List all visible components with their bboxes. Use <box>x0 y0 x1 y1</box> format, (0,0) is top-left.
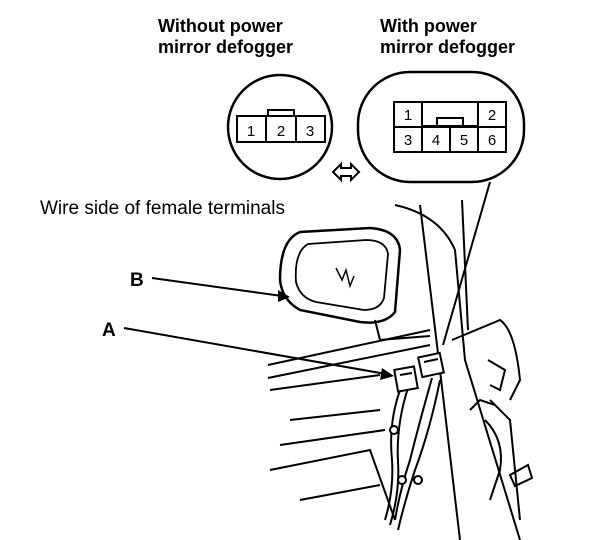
double-arrow-icon <box>331 161 361 183</box>
callout-arrow-a <box>123 327 394 380</box>
mirror-assembly <box>278 226 431 342</box>
pin-label: 2 <box>488 107 496 124</box>
door-frame <box>267 199 534 540</box>
pin-label: 5 <box>460 132 468 149</box>
header-with-defogger: With power mirror defogger <box>380 16 515 58</box>
callout-label-b: B <box>130 270 144 291</box>
pin-label: 1 <box>404 107 412 124</box>
pin-label: 1 <box>247 123 255 140</box>
connector-without-defogger: 1 2 3 <box>226 73 334 181</box>
callout-label-a: A <box>102 320 116 341</box>
connector-with-defogger: 1 2 3 4 5 6 <box>356 70 526 184</box>
header-without-line2: mirror defogger <box>158 37 294 57</box>
callout-arrow-b <box>151 277 290 302</box>
caption-wire-side: Wire side of female terminals <box>40 198 285 219</box>
header-with-line2: mirror defogger <box>380 37 516 57</box>
leader-line <box>442 181 491 346</box>
header-without-line1: Without power <box>158 16 283 36</box>
wire-harness <box>384 377 441 531</box>
pin-label: 6 <box>488 132 496 149</box>
pin-label: 3 <box>404 132 412 149</box>
pin-label: 3 <box>306 123 314 140</box>
pin-label: 2 <box>277 123 285 140</box>
header-with-line1: With power <box>380 16 477 36</box>
connector-a <box>393 351 446 393</box>
pin-label: 4 <box>432 132 440 149</box>
header-without-defogger: Without power mirror defogger <box>158 16 293 58</box>
